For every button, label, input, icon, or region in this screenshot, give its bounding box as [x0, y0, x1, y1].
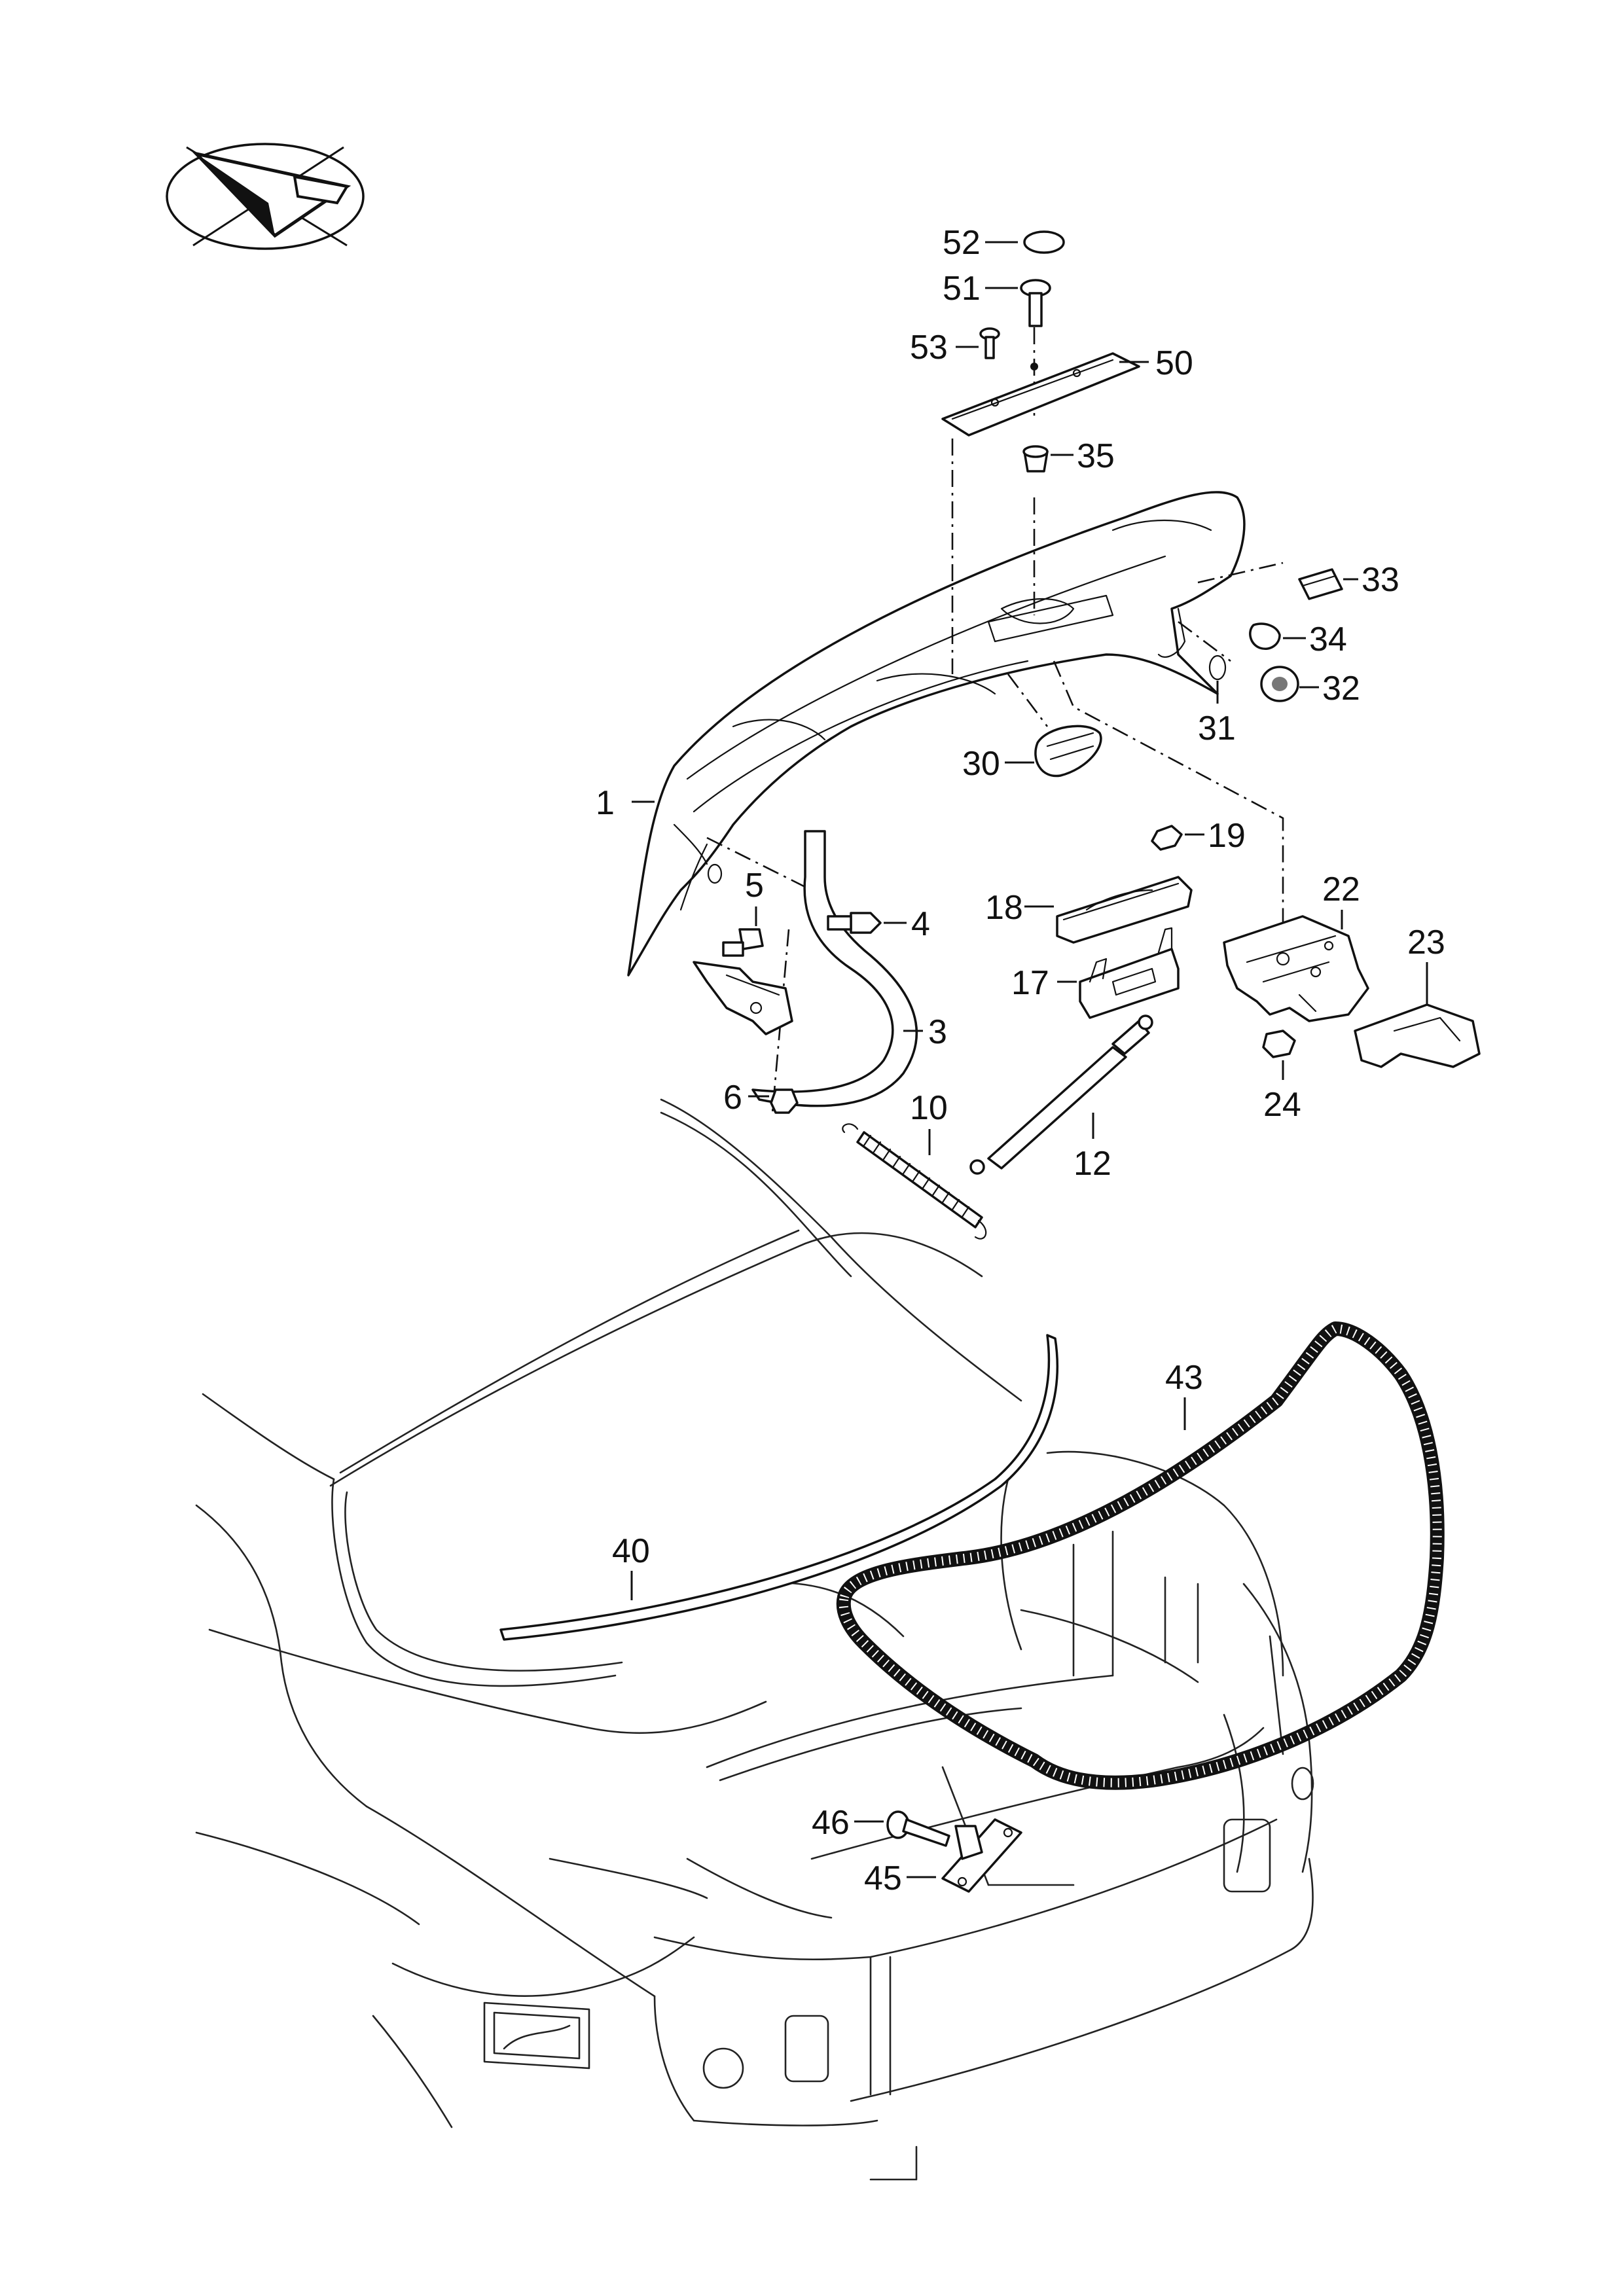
callout-34: 34	[1309, 620, 1347, 658]
callout-23: 23	[1407, 924, 1445, 961]
part-46-screw	[886, 1810, 950, 1847]
part-40-trim-strip	[499, 1334, 1059, 1641]
part-22-latch	[1223, 915, 1369, 1022]
callout-30: 30	[962, 745, 1000, 783]
part-24-nut	[1262, 1030, 1296, 1058]
part-33-buffer	[1298, 568, 1343, 600]
callout-10: 10	[910, 1089, 948, 1127]
part-hinge-bracket	[693, 961, 793, 1035]
callout-43: 43	[1165, 1359, 1203, 1397]
part-31-o-ring	[1208, 655, 1227, 681]
callout-40: 40	[612, 1532, 650, 1570]
callout-3: 3	[928, 1013, 947, 1051]
part-6-nut	[770, 1088, 799, 1114]
callout-45: 45	[864, 1859, 902, 1897]
part-23-cover	[1354, 1003, 1481, 1068]
part-19-nut	[1151, 825, 1183, 851]
trunk-lid	[627, 491, 1246, 977]
callout-24: 24	[1263, 1086, 1301, 1124]
callout-50: 50	[1155, 344, 1193, 382]
callout-53: 53	[910, 329, 948, 367]
part-18-handle-cover	[1056, 876, 1193, 944]
part-51-screw	[1020, 279, 1051, 327]
part-4-bolt	[827, 912, 882, 934]
part-32-grommet	[1260, 666, 1299, 702]
part-50-license-plate-bracket	[941, 352, 1140, 437]
view-direction-arrow-icon	[166, 143, 365, 250]
part-43-trunk-seal	[836, 1321, 1445, 1790]
part-12-gas-strut	[969, 1014, 1153, 1175]
callout-22: 22	[1322, 870, 1360, 908]
callout-4: 4	[911, 905, 930, 943]
callout-6: 6	[723, 1079, 742, 1117]
assembly-lines	[706, 327, 1284, 1113]
part-17-switch-housing	[1079, 927, 1180, 1019]
callout-17: 17	[1011, 964, 1049, 1002]
vehicle-body	[195, 1098, 1314, 2181]
part-3-hinge-arm	[751, 830, 918, 1107]
part-53-screw	[979, 327, 1000, 359]
part-35-grommet	[1022, 445, 1049, 473]
part-30-bump-stop	[1034, 725, 1102, 778]
callout-46: 46	[812, 1804, 850, 1842]
part-10-spring	[842, 1123, 987, 1240]
callout-35: 35	[1077, 437, 1115, 475]
part-5-bolt	[722, 928, 764, 957]
part-45-striker	[941, 1818, 1022, 1893]
callout-33: 33	[1362, 561, 1399, 599]
part-52-cap	[1023, 230, 1065, 254]
callout-32: 32	[1322, 670, 1360, 708]
callouts: 52 51 53 50 35 33 34 32 31 30 1 19 18 17…	[596, 224, 1445, 1897]
callout-31: 31	[1198, 709, 1236, 747]
callout-5: 5	[745, 867, 764, 905]
part-34-buffer	[1249, 622, 1281, 650]
callout-18: 18	[985, 889, 1023, 927]
callout-51: 51	[943, 270, 981, 308]
callout-52: 52	[943, 224, 981, 262]
callout-19: 19	[1208, 817, 1246, 855]
callout-12: 12	[1074, 1145, 1111, 1183]
callout-1: 1	[596, 784, 615, 822]
